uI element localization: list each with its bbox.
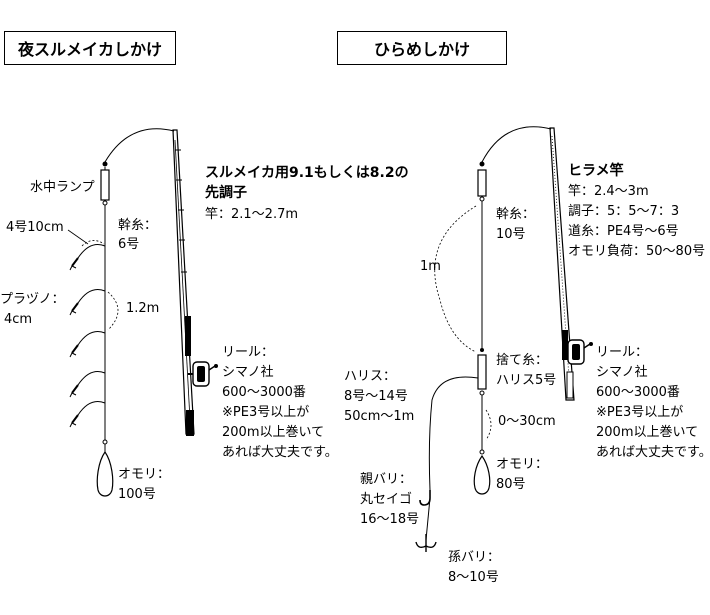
oyabari-info: 親バリ： 丸セイゴ 16〜18号 [360,470,419,530]
harisu-line-text: 8号〜14号 [344,389,408,404]
reel-line: リール： [222,345,275,360]
squid-line [104,128,175,163]
squid-rod-spec: 竿：2.1〜2.7m [205,207,299,222]
title-flounder-rig: ひらめしかけ [337,31,507,65]
magobari-line: 8〜10号 [448,570,499,585]
flounder-sinker-value: 80号 [496,477,526,492]
harisu-line [428,376,479,491]
flounder-reel-info: リール： シマノ社 600〜3000番 ※PE3号以上が 200m以上巻いて あ… [596,343,710,463]
oyabari-line: 丸セイゴ [360,492,413,507]
lamp-label: 水中ランプ [30,180,95,195]
squid-sinker-value: 100号 [118,487,156,502]
squid-reel-info: リール： シマノ社 600〜3000番 ※PE3号以上が 200m以上巻いて あ… [222,343,338,463]
reel-line: ※PE3号以上が [222,405,310,420]
squid-reel-icon [188,361,218,387]
harisu-line-text: ハリス： [344,369,397,384]
range-marker [485,409,492,441]
reel-line: 600〜3000番 [222,385,306,400]
rod-spec-line: 調子：5：5〜7：3 [568,204,680,219]
middle-swivel-icon [477,348,487,396]
swivel-icon [477,161,487,202]
stinger-line [425,497,431,541]
spacing-label: 1.2m [126,301,160,316]
oyabari-line: 親バリ： [360,472,413,487]
rod-butt [566,371,574,399]
flounder-sinker-icon [473,449,491,495]
branch-length-leader [67,229,89,245]
squid-jigs [69,244,106,428]
magobari-line: 孫バリ： [448,550,501,565]
harisu-line-text: 50cm〜1m [344,409,415,424]
squid-rod-title-line1: スルメイカ用9.1もしくは8.2の [205,165,409,181]
rod-grip-upper [562,330,568,360]
lamp-icon [100,161,110,206]
length-marker [434,205,477,353]
rod-spec-line: 道糸：PE4号〜6号 [568,224,679,239]
branch-length-label: 4号10cm [6,220,64,235]
reel-line: ※PE3号以上が [596,405,684,420]
flounder-mainline-value: 10号 [496,227,526,242]
reel-line: 200m以上巻いて [222,425,325,440]
squid-sinker-title: オモリ： [118,467,171,482]
reel-line: 200m以上巻いて [596,425,699,440]
squid-mainline-title: 幹糸： [118,218,158,233]
squid-mainline-value: 6号 [118,237,140,252]
reel-line: リール： [596,345,649,360]
magobari-hook-icon [415,534,437,552]
reel-line: シマノ社 [596,365,648,380]
rod-guides [175,149,187,273]
length-label: 1m [420,259,441,274]
plastic-jig-value: 4cm [4,312,33,327]
sute-value: ハリス5号 [496,373,557,388]
magobari-info: 孫バリ： 8〜10号 [448,548,500,588]
reel-line: あれば大丈夫です。 [596,445,710,460]
flounder-sinker-title: オモリ： [496,457,549,472]
branch-length-marker [81,240,105,247]
flounder-rod-title: ヒラメ竿 [568,163,624,179]
flounder-reel-icon [567,339,593,365]
oyabari-hook-icon [419,490,431,506]
plastic-jig-title: プラヅノ： [0,292,65,307]
range-label: 0〜30cm [498,414,556,429]
rod-grip-upper [185,316,191,356]
squid-rod [172,129,195,436]
sute-title: 捨て糸： [496,353,549,368]
reel-line: 600〜3000番 [596,385,680,400]
squid-sinker-icon [96,439,114,497]
flounder-mainline-title: 幹糸： [496,207,536,222]
rod-spec-line: オモリ負荷：50〜80号 [568,244,706,259]
flounder-line [481,126,552,163]
squid-rod-title-line2: 先調子 [205,185,247,201]
flounder-rod-specs: 竿：2.4〜3m 調子：5：5〜7：3 道糸：PE4号〜6号 オモリ負荷：50〜… [568,182,705,262]
reel-line: シマノ社 [222,365,274,380]
rod-butt [186,410,194,436]
title-squid-rig: 夜スルメイカしかけ [4,31,176,65]
rod-spec-line: 竿：2.4〜3m [568,184,649,199]
reel-line: あれば大丈夫です。 [222,445,338,460]
spacing-marker [107,291,119,331]
oyabari-line: 16〜18号 [360,512,420,527]
flounder-rod [549,127,575,401]
harisu-info: ハリス： 8号〜14号 50cm〜1m [344,367,414,427]
